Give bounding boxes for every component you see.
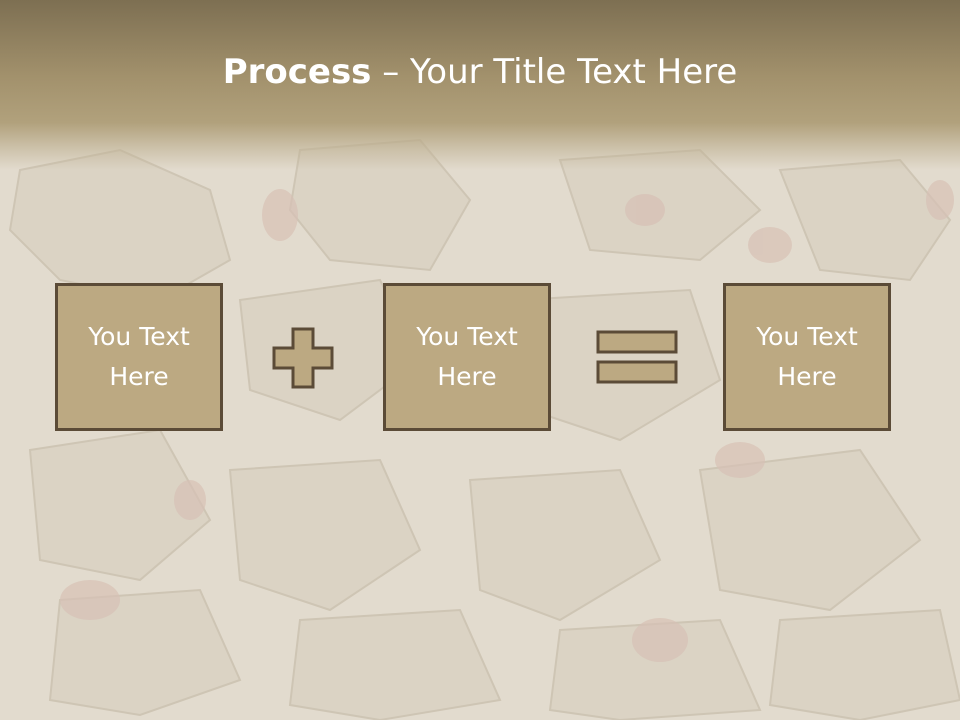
process-box-3-text: You Text Here <box>756 322 858 391</box>
equals-icon <box>596 330 678 384</box>
title-bar <box>0 0 960 170</box>
plus-icon <box>272 327 334 389</box>
process-box-1[interactable]: You Text Here <box>55 283 223 431</box>
process-box-1-text: You Text Here <box>88 322 190 391</box>
process-box-3[interactable]: You Text Here <box>723 283 891 431</box>
process-box-2[interactable]: You Text Here <box>383 283 551 431</box>
process-box-2-text: You Text Here <box>416 322 518 391</box>
slide-title-strong: Process <box>222 52 372 92</box>
slide-title[interactable]: Process – Your Title Text Here <box>0 52 960 92</box>
slide-title-rest: – Your Title Text Here <box>371 52 738 92</box>
